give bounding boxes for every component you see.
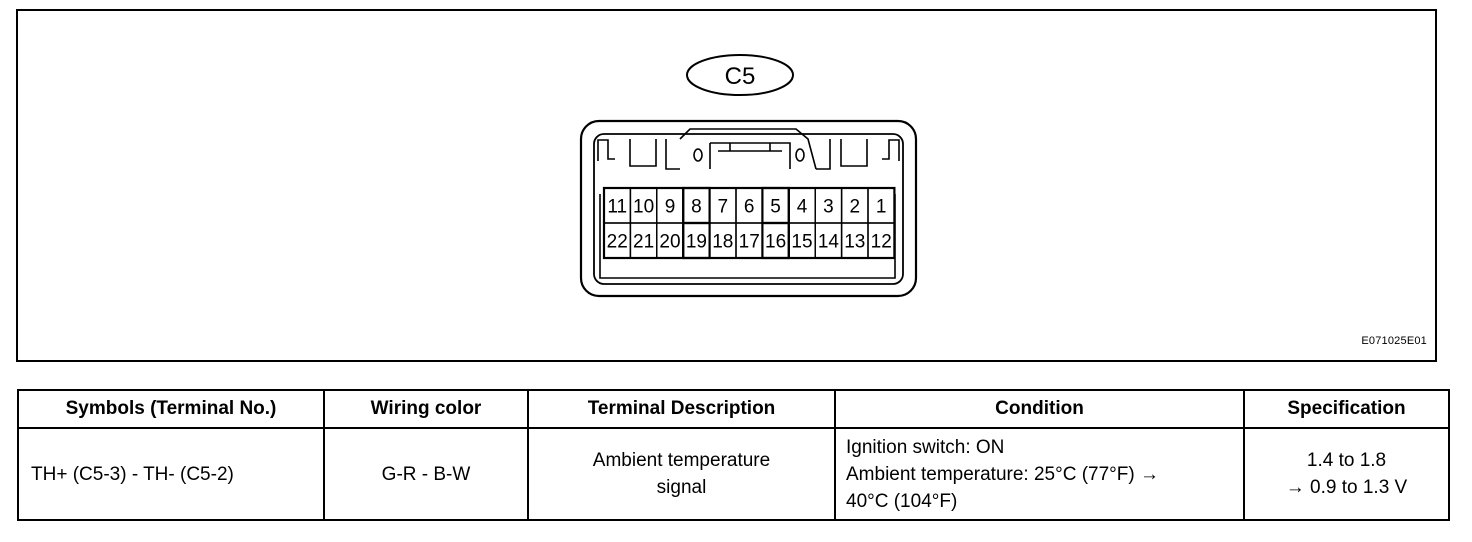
terminal-number-19: 19 <box>686 232 707 253</box>
connector-label: C5 <box>725 63 756 90</box>
figure-code: E071025E01 <box>1361 335 1427 347</box>
condition-line-1: Ignition switch: ON <box>846 436 1005 458</box>
cell-specification: 1.4 to 1.8 → 0.9 to 1.3 V <box>1243 427 1450 521</box>
center-lock <box>679 128 817 170</box>
terminal-number-1: 1 <box>876 197 887 218</box>
cell-symbols: TH+ (C5-3) - TH- (C5-2) <box>17 427 325 521</box>
terminal-number-6: 6 <box>744 197 755 218</box>
terminal-number-7: 7 <box>718 197 729 218</box>
terminal-number-17: 17 <box>739 232 760 253</box>
terminal-number-14: 14 <box>818 232 840 253</box>
terminal-cell-12 <box>867 222 896 259</box>
terminal-spec-table: Symbols (Terminal No.) Wiring color Term… <box>17 389 1450 521</box>
cell-description: Ambient temperature signal <box>527 427 836 521</box>
terminal-number-3: 3 <box>823 197 834 218</box>
specification-line-1: 1.4 to 1.8 <box>1306 450 1387 471</box>
terminal-number-9: 9 <box>665 197 676 218</box>
left-key <box>629 139 657 167</box>
description-line-2: signal <box>656 477 707 498</box>
condition-line-3: 40°C (104°F) <box>846 490 958 512</box>
terminal-number-2: 2 <box>850 197 861 218</box>
cell-condition: Ignition switch: ON Ambient temperature:… <box>834 427 1245 521</box>
specification-line-2: → 0.9 to 1.3 V <box>1285 477 1408 498</box>
condition-line-2: Ambient temperature: 25°C (77°F) → <box>846 463 1159 485</box>
header-terminal-description: Terminal Description <box>527 389 836 429</box>
header-symbols: Symbols (Terminal No.) <box>17 389 325 429</box>
terminal-number-10: 10 <box>633 197 654 218</box>
header-condition: Condition <box>834 389 1245 429</box>
left-latch <box>597 139 615 161</box>
terminal-number-11: 11 <box>607 197 627 218</box>
right-latch <box>882 139 900 161</box>
terminal-number-13: 13 <box>844 232 865 253</box>
cell-wiring-color: G-R - B-W <box>323 427 529 521</box>
connector-housing-inner <box>593 133 904 285</box>
terminal-number-12: 12 <box>871 232 892 253</box>
right-key-2 <box>816 139 831 170</box>
terminal-number-5: 5 <box>770 197 781 218</box>
terminal-number-16: 16 <box>765 232 786 253</box>
terminal-number-4: 4 <box>797 197 808 218</box>
terminal-number-8: 8 <box>691 197 702 218</box>
terminal-number-21: 21 <box>633 232 654 253</box>
terminal-number-22: 22 <box>607 232 628 253</box>
terminal-number-18: 18 <box>712 232 733 253</box>
terminal-number-15: 15 <box>791 232 812 253</box>
description-line-1: Ambient temperature <box>592 450 771 471</box>
left-key-2 <box>665 139 680 170</box>
connector-label-ellipse <box>686 54 794 96</box>
terminal-number-20: 20 <box>659 232 680 253</box>
right-key <box>840 139 868 167</box>
lock-hole-left <box>693 148 703 162</box>
connector-housing-outer <box>579 119 918 298</box>
table-row: TH+ (C5-3) - TH- (C5-2) G-R - B-W Ambien… <box>17 427 1450 521</box>
table-header-row: Symbols (Terminal No.) Wiring color Term… <box>17 389 1450 429</box>
lock-hole-right <box>795 148 805 162</box>
header-specification: Specification <box>1243 389 1450 429</box>
center-lock-body <box>709 142 791 169</box>
header-wiring-color: Wiring color <box>323 389 529 429</box>
